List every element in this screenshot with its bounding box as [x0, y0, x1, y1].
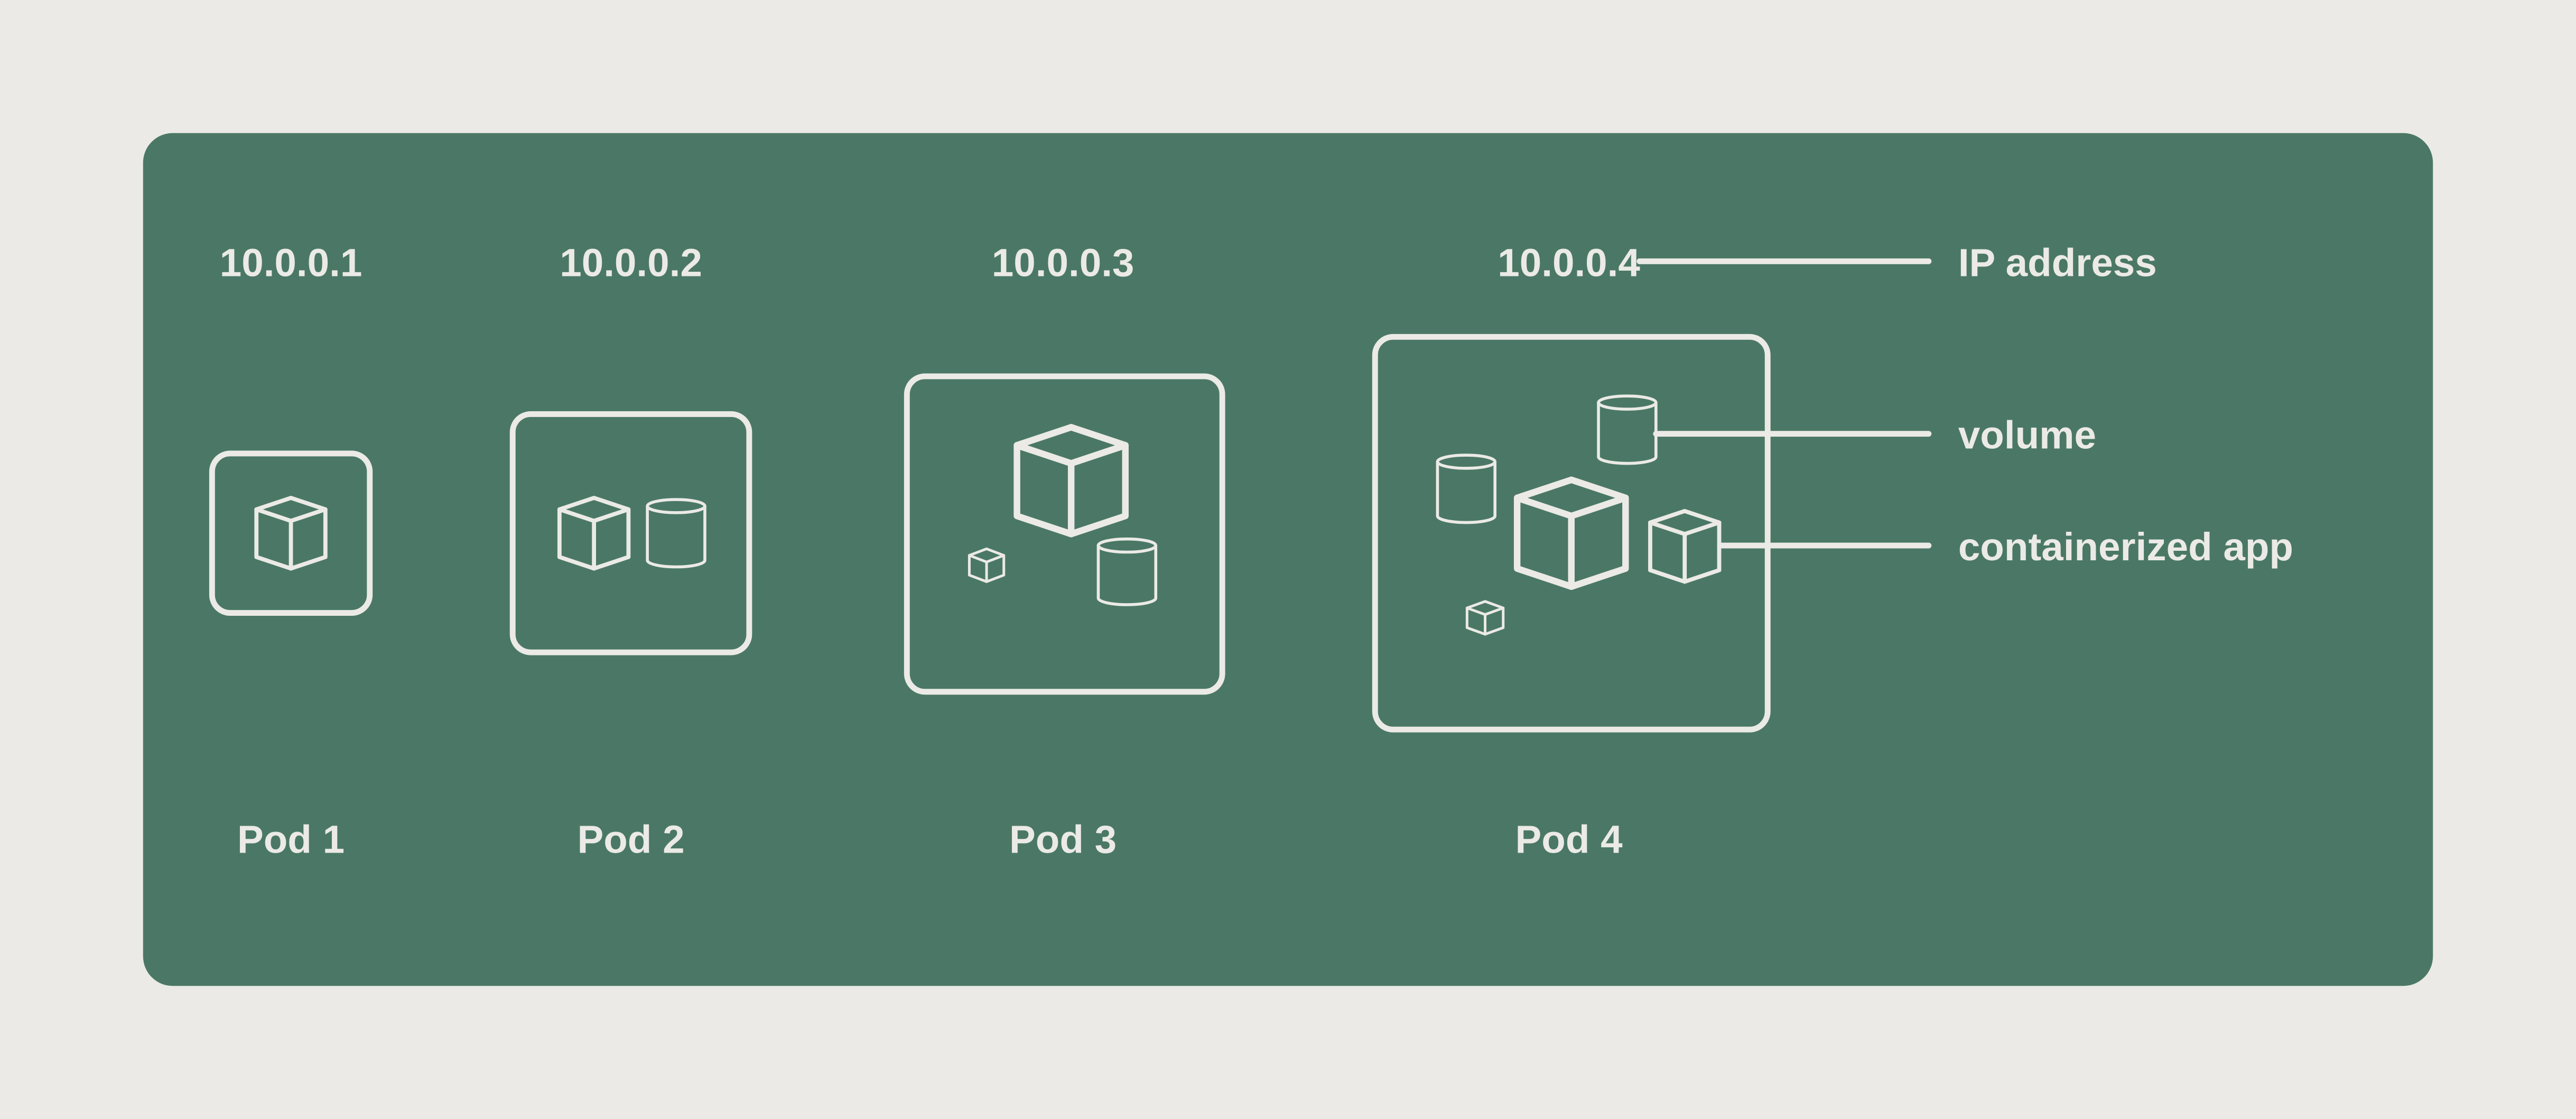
pod-1-box: [209, 450, 373, 616]
container-cube-icon: [1648, 508, 1722, 584]
pod-3-box: [904, 373, 1225, 695]
cluster-panel: [143, 133, 2433, 986]
pod-4-ip: 10.0.0.4: [1498, 240, 1640, 284]
pod-1-label: Pod 1: [237, 817, 345, 861]
volume-cylinder-icon: [1597, 394, 1658, 465]
pod-3-label: Pod 3: [1009, 817, 1117, 861]
pod-2-ip: 10.0.0.2: [560, 240, 702, 284]
volume-cylinder-icon: [646, 498, 706, 569]
pod-3-ip: 10.0.0.3: [992, 240, 1134, 284]
pod-2-label: Pod 2: [577, 817, 684, 861]
container-cube-icon: [1465, 600, 1505, 636]
pod-4-box: [1372, 334, 1771, 733]
container-cube-icon: [254, 496, 328, 571]
pod-4-label: Pod 4: [1515, 817, 1623, 861]
container-cube-icon: [557, 496, 631, 571]
legend-containerized-app: containerized app: [1958, 524, 2293, 569]
volume-cylinder-icon: [1436, 454, 1496, 524]
container-cube-icon: [1013, 424, 1129, 538]
pod-2-box: [509, 411, 752, 655]
legend-volume: volume: [1958, 413, 2096, 457]
volume-cylinder-icon: [1096, 537, 1158, 606]
pod-1-ip: 10.0.0.1: [220, 240, 362, 284]
container-cube-icon: [1513, 476, 1629, 590]
container-cube-icon: [968, 547, 1006, 583]
legend-ip-address: IP address: [1958, 240, 2157, 284]
